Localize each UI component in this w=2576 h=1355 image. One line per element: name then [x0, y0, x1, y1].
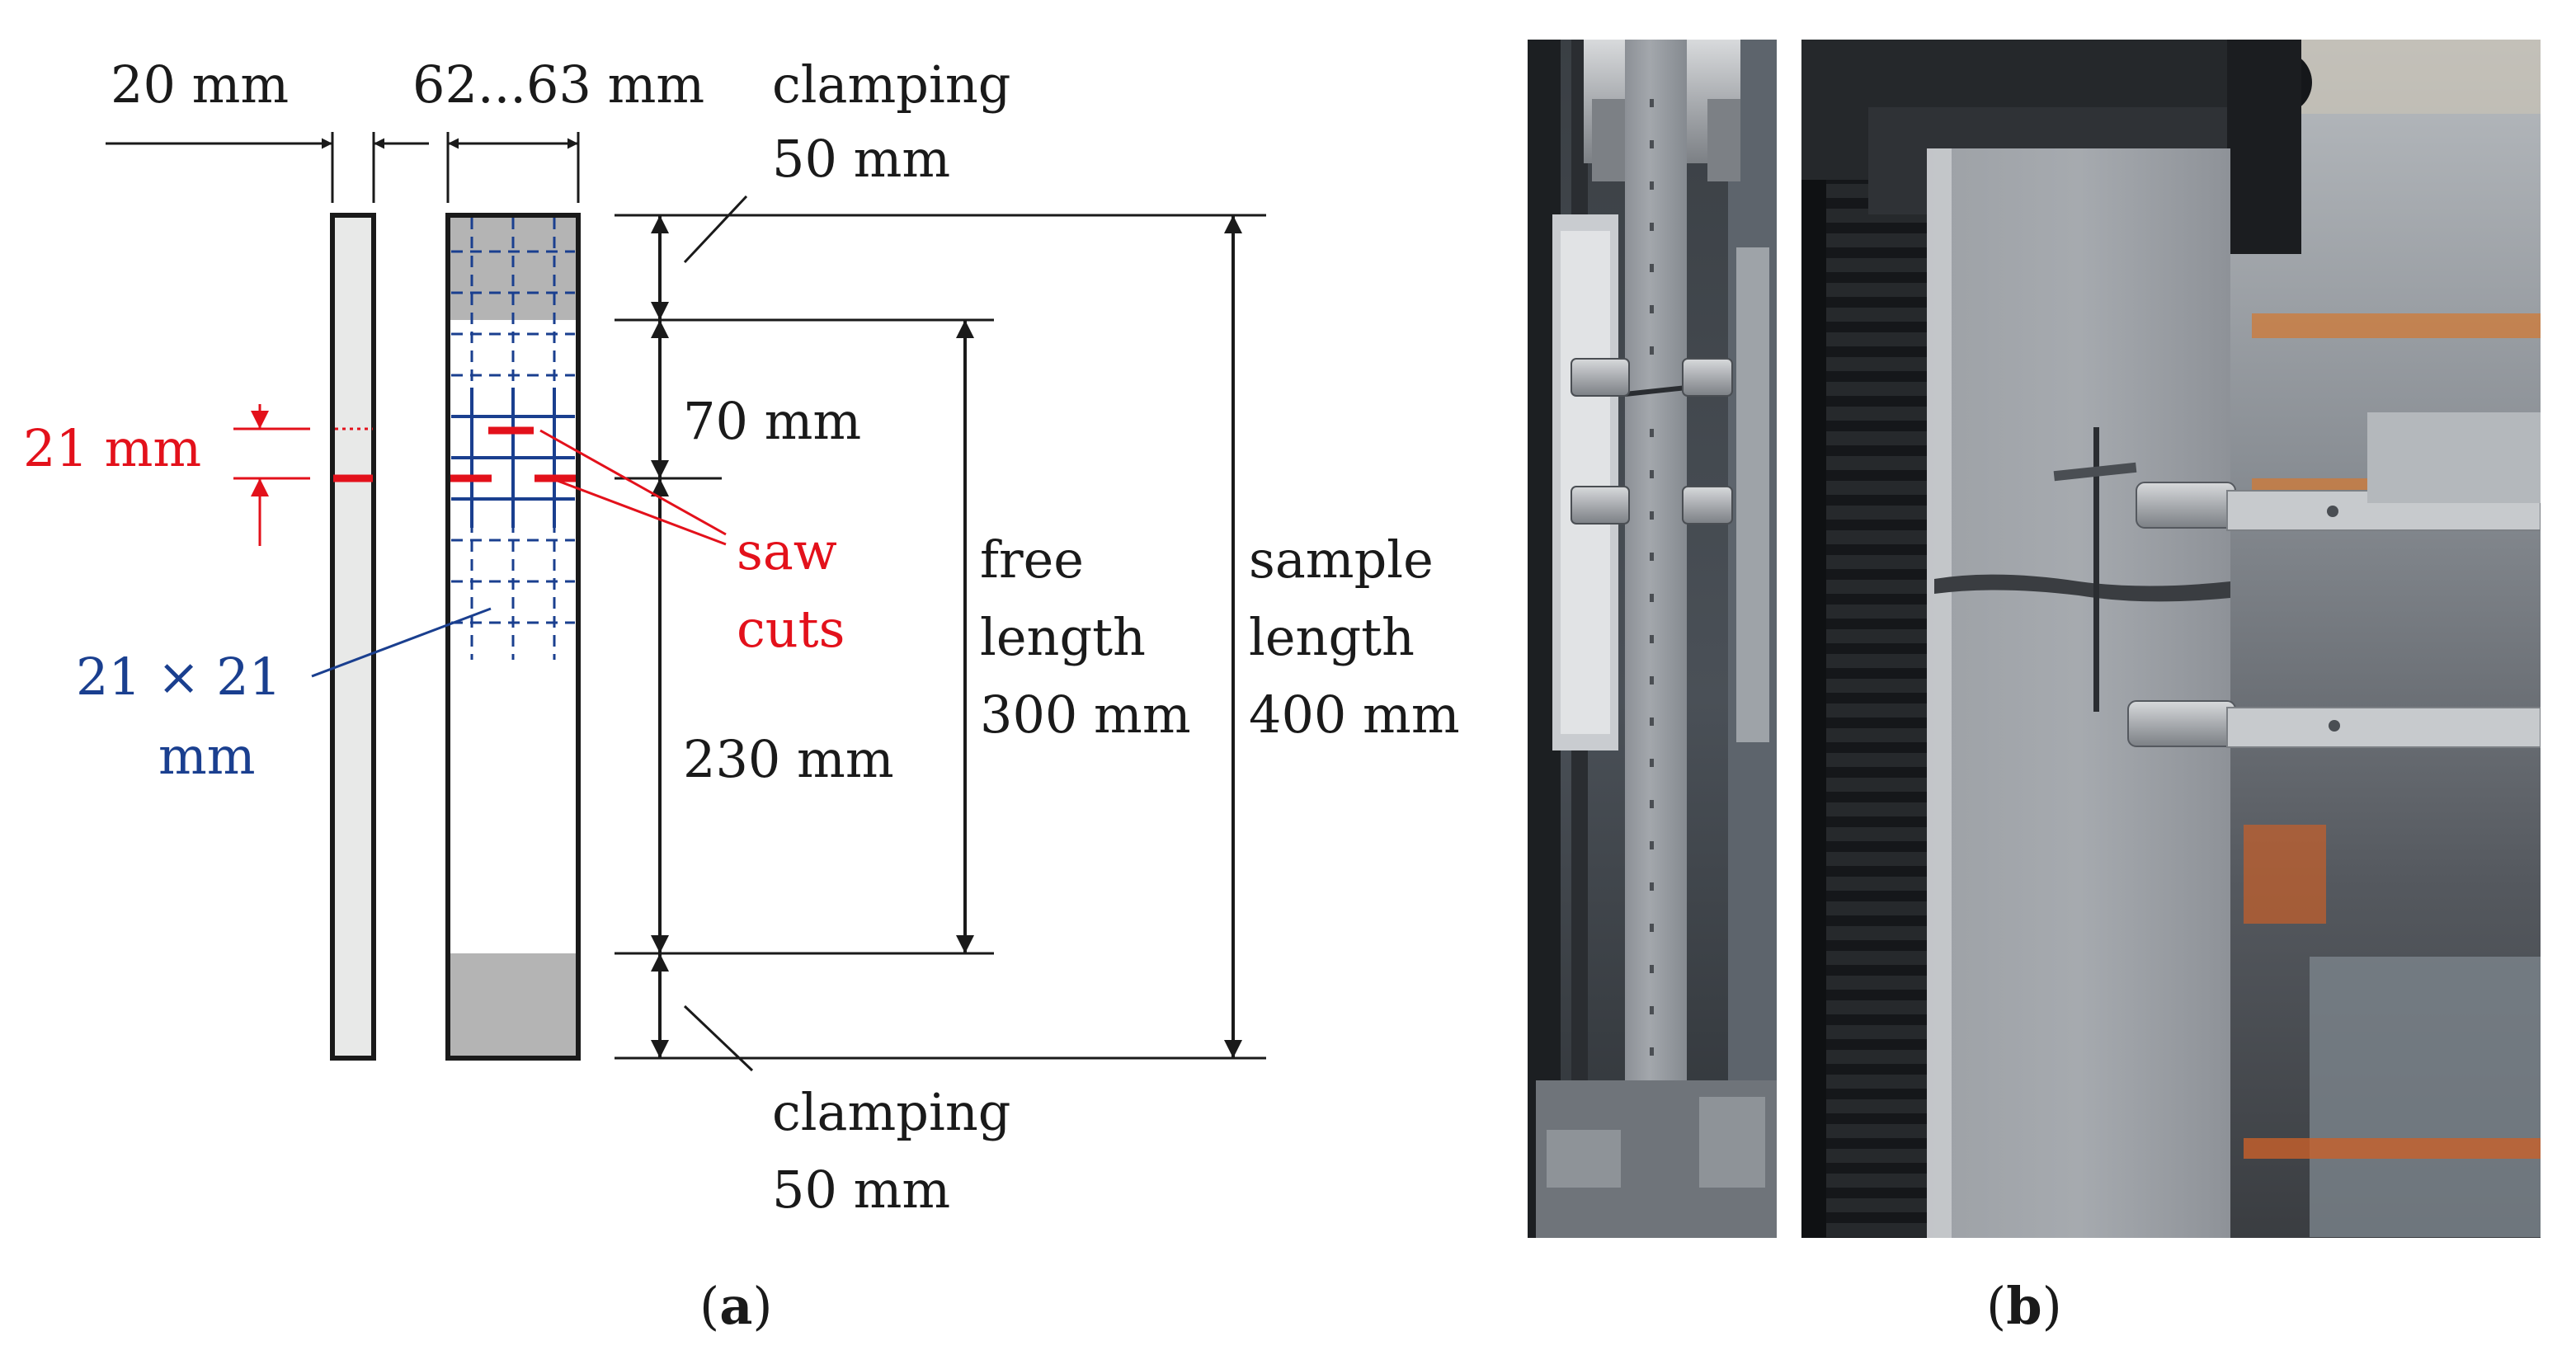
notch-spacing-label: 21 mm	[23, 418, 201, 478]
free-length-label-3: 300 mm	[980, 685, 1191, 745]
dimension-thickness	[106, 132, 429, 203]
clamp-zone-bottom	[448, 953, 578, 1058]
photo-closeup	[1801, 40, 2541, 1238]
dimension-width	[446, 132, 580, 203]
saw-cuts-label-2: cuts	[737, 599, 845, 659]
clamp-top-label-2: 50 mm	[772, 129, 950, 189]
clamp-bottom-label-2: 50 mm	[772, 1160, 950, 1220]
extension-lines	[615, 214, 1266, 1060]
clamp-bottom-label-1: clamping	[772, 1082, 1010, 1142]
free-length-label-1: free	[980, 529, 1084, 590]
photo-overview	[1528, 40, 1777, 1238]
sample-length-label-1: sample	[1249, 529, 1434, 590]
lower-segment-label: 230 mm	[683, 729, 894, 789]
panel-b-photos: (b)	[1528, 40, 2541, 1336]
leader-lines	[311, 195, 754, 1072]
specimen-side-view	[330, 213, 376, 1061]
dimension-notch-spacing	[233, 404, 310, 546]
panel-a-diagram: 20 mm 62...63 mm 21 mm	[23, 54, 1460, 1336]
measurement-grid	[451, 218, 575, 660]
free-length-label-2: length	[980, 607, 1146, 667]
caption-a: (a)	[699, 1276, 773, 1336]
clamp-top-label-1: clamping	[772, 54, 1010, 115]
thickness-label: 20 mm	[111, 54, 289, 115]
extensometer	[2053, 412, 2541, 748]
grid-size-label-1: 21 × 21	[76, 647, 281, 707]
dimension-chain	[651, 215, 1242, 1058]
saw-cuts-label-1: saw	[737, 521, 837, 581]
upper-segment-label: 70 mm	[683, 391, 861, 451]
sample-length-label-3: 400 mm	[1249, 685, 1460, 745]
specimen-front-view	[445, 213, 581, 1061]
width-label: 62...63 mm	[412, 54, 704, 115]
sample-length-label-2: length	[1249, 607, 1415, 667]
grid-size-label-2: mm	[158, 726, 256, 786]
caption-b: (b)	[1986, 1276, 2062, 1336]
